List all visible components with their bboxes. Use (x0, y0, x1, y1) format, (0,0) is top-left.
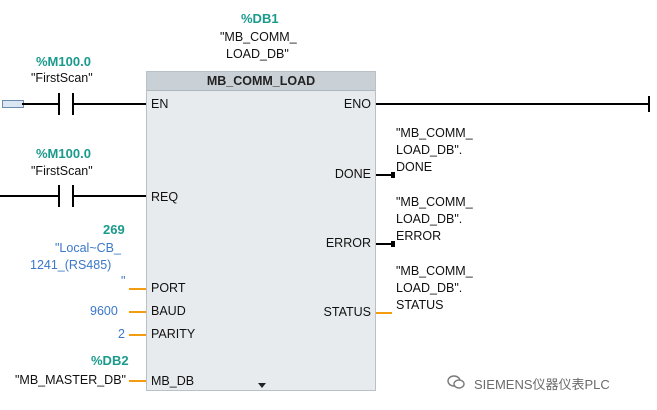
contact2-left-bar[interactable] (58, 185, 60, 207)
instance-db-name-line1[interactable]: "MB_COMM_ (220, 30, 297, 44)
mb-comm-load-block[interactable]: MB_COMM_LOAD EN REQ PORT BAUD PARITY MB_… (146, 71, 376, 391)
parity-wire (129, 334, 146, 336)
rung2-tag[interactable]: "FirstScan" (31, 164, 93, 178)
error-target-line3[interactable]: ERROR (396, 229, 442, 243)
pin-en: EN (151, 97, 169, 111)
eno-wire (376, 103, 649, 105)
error-target-line1[interactable]: "MB_COMM_ (396, 195, 473, 209)
done-wire (376, 174, 392, 176)
pin-mb-db: MB_DB (151, 374, 195, 388)
rung1-address[interactable]: %M100.0 (36, 54, 91, 69)
done-coil-mark (391, 172, 395, 178)
baud-value[interactable]: 9600 (90, 304, 118, 318)
pin-parity: PARITY (151, 327, 196, 341)
port-value[interactable]: 269 (103, 222, 125, 237)
mb-db-tag[interactable]: "MB_MASTER_DB" (15, 373, 126, 387)
rung2-address[interactable]: %M100.0 (36, 146, 91, 161)
rung2-wire-right (74, 195, 146, 197)
baud-wire (129, 311, 146, 313)
error-wire (376, 243, 392, 245)
error-coil-mark (391, 241, 395, 247)
block-title: MB_COMM_LOAD (147, 72, 375, 91)
pin-baud: BAUD (151, 304, 186, 318)
contact1-right-bar[interactable] (72, 93, 74, 115)
rung1-tag[interactable]: "FirstScan" (31, 71, 93, 85)
port-tag-line2[interactable]: 1241_(RS485) (30, 258, 112, 272)
expand-arrow-icon[interactable] (258, 383, 266, 388)
mb-db-wire (129, 380, 146, 382)
port-wire (129, 288, 146, 290)
mb-db-address[interactable]: %DB2 (91, 353, 129, 368)
status-target-line1[interactable]: "MB_COMM_ (396, 264, 473, 278)
port-tag-line1[interactable]: "Local~CB_ (55, 241, 121, 255)
status-wire (376, 312, 392, 314)
power-rail-connector (2, 100, 24, 108)
rung2-wire-left (0, 195, 58, 197)
status-target-line3[interactable]: STATUS (396, 298, 444, 312)
contact2-right-bar[interactable] (72, 185, 74, 207)
rung1-wire-right (74, 103, 146, 105)
error-target-line2[interactable]: LOAD_DB". (396, 212, 463, 226)
done-target-line2[interactable]: LOAD_DB". (396, 143, 463, 157)
rung1-wire-left (22, 103, 58, 105)
status-target-line2[interactable]: LOAD_DB". (396, 281, 463, 295)
done-target-line1[interactable]: "MB_COMM_ (396, 126, 473, 140)
pin-status: STATUS (323, 305, 371, 319)
right-power-rail (648, 96, 650, 112)
watermark-text: SIEMENS仪器仪表PLC (474, 377, 610, 392)
contact1-left-bar[interactable] (58, 93, 60, 115)
port-tag-line3[interactable]: " (121, 274, 126, 288)
pin-done: DONE (334, 167, 371, 181)
parity-value[interactable]: 2 (118, 327, 125, 341)
pin-port: PORT (151, 281, 186, 295)
done-target-line3[interactable]: DONE (396, 160, 433, 174)
pin-error: ERROR (325, 236, 371, 250)
pin-req: REQ (151, 190, 179, 204)
instance-db-address[interactable]: %DB1 (241, 11, 279, 26)
instance-db-name-line2[interactable]: LOAD_DB" (226, 47, 289, 61)
wechat-icon (447, 375, 465, 394)
pin-eno: ENO (343, 97, 371, 111)
